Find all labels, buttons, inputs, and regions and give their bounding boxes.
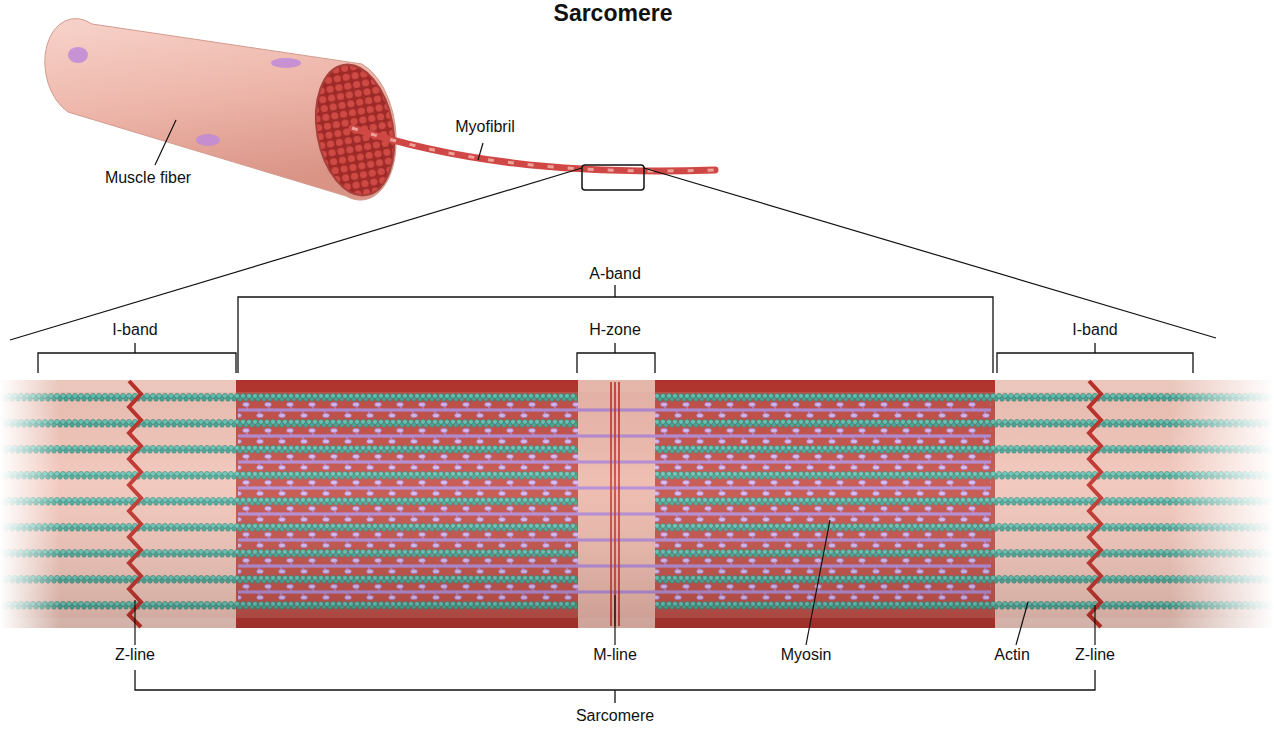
sarcomere-band [0,376,1274,632]
diagram-title: Sarcomere [554,0,673,26]
band-label: A-band [589,264,641,283]
myofibril-strand [10,128,1216,340]
part-label: Z-line [1075,645,1115,664]
part-label: Actin [994,645,1030,664]
muscle-fiber-cylinder [45,19,404,202]
part-label: Muscle fiber [105,168,191,187]
part-label: Myosin [781,645,832,664]
leader-lines [135,520,1095,645]
part-label: Myofibril [455,117,515,136]
band-label: I-band [112,320,157,339]
part-label: M-line [593,645,637,664]
band-label: H-zone [589,320,641,339]
band-label: Sarcomere [576,706,654,725]
band-label: I-band [1072,320,1117,339]
part-label: Z-line [115,645,155,664]
